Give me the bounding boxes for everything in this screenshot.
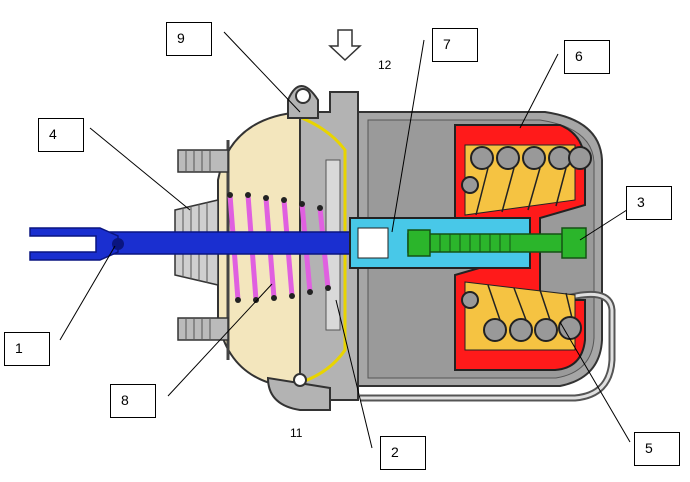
label-1: 1	[15, 340, 23, 356]
air-inlet-arrow-icon	[328, 29, 362, 62]
label-7: 7	[443, 36, 451, 52]
label-4: 4	[49, 126, 57, 142]
air-line	[360, 290, 616, 402]
port-label-11: 11	[290, 426, 303, 440]
label-3: 3	[637, 194, 645, 210]
label-box-6: 6	[564, 40, 610, 74]
eyelets	[266, 85, 331, 411]
port-label-12: 12	[378, 58, 392, 72]
label-8: 8	[121, 392, 129, 408]
label-box-2: 2	[380, 436, 426, 470]
label-box-3: 3	[626, 186, 672, 220]
parking-spring	[461, 144, 592, 351]
label-box-7: 7	[432, 28, 478, 62]
label-box-5: 5	[634, 432, 680, 466]
label-box-1: 1	[4, 332, 50, 366]
piston-rod	[29, 227, 351, 261]
label-box-4: 4	[38, 118, 84, 152]
label-box-9: 9	[166, 22, 212, 56]
release-bolt	[407, 227, 587, 259]
label-6: 6	[575, 48, 583, 64]
label-5: 5	[645, 440, 653, 456]
label-9: 9	[177, 30, 185, 46]
leader-lines	[59, 31, 631, 449]
label-box-8: 8	[110, 384, 156, 418]
label-2: 2	[391, 444, 399, 460]
mounting-studs	[177, 149, 229, 341]
